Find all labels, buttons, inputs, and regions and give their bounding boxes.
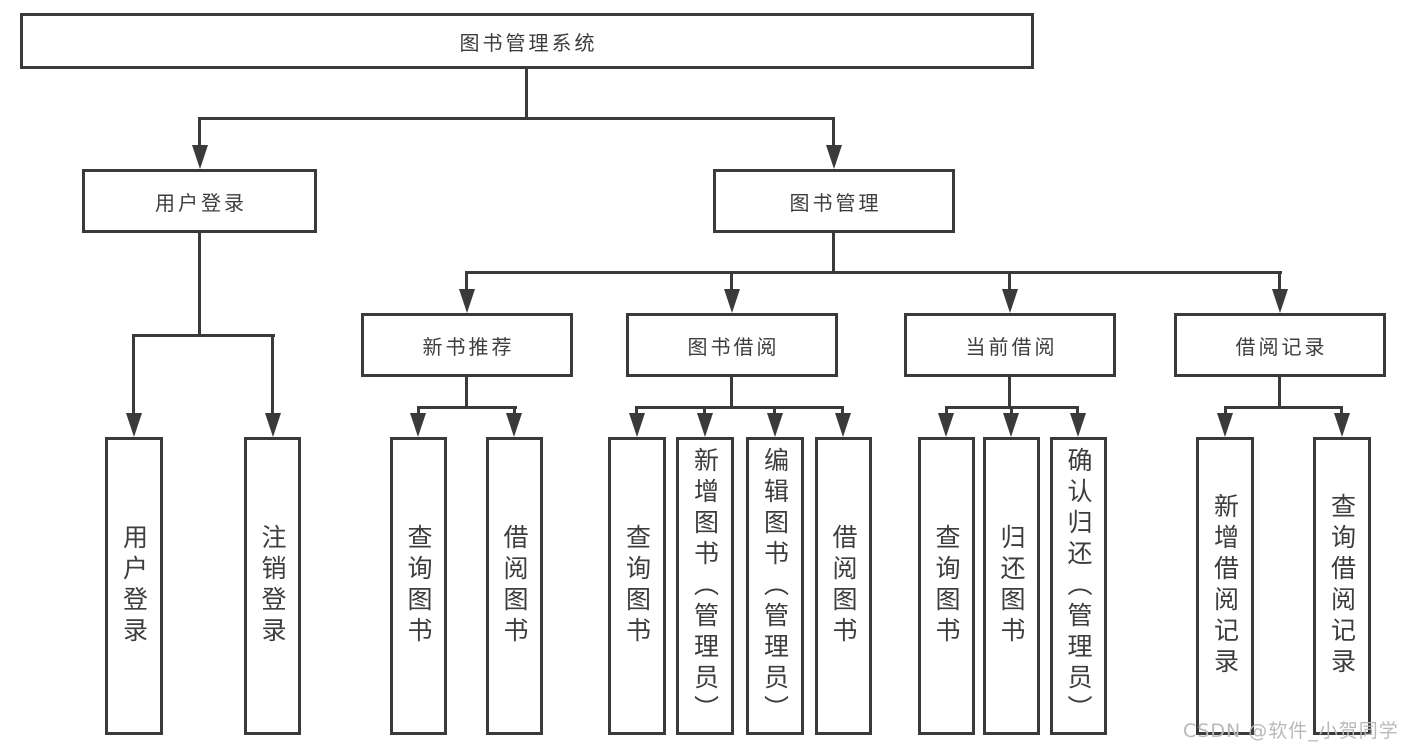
arrow-down-icon	[1217, 413, 1233, 437]
arrow-down-icon	[1334, 413, 1350, 437]
leaf-user-login: 用户登录	[105, 437, 163, 735]
connector-borrow-records-bar	[1224, 406, 1343, 409]
leaf-borrow-books: 借阅图书	[486, 437, 543, 735]
arrow-down-icon	[826, 145, 842, 169]
arrow-down-icon	[1272, 289, 1288, 313]
leaf-add-borrow-record: 新增借阅记录	[1196, 437, 1254, 735]
node-book-borrow: 图书借阅	[626, 313, 838, 377]
connector-book-borrow-bar	[636, 406, 844, 409]
connector-book-borrow-down	[730, 377, 733, 409]
arrow-down-icon	[506, 413, 522, 437]
arrow-down-icon	[629, 413, 645, 437]
connector-user-login-stem	[198, 117, 201, 151]
arrow-down-icon	[410, 413, 426, 437]
connector-user-login-down	[198, 233, 201, 337]
node-book-management: 图书管理	[713, 169, 955, 233]
arrow-down-icon	[192, 145, 208, 169]
leaf-query-books: 查询图书	[918, 437, 975, 735]
connector-new-book-bar	[417, 406, 517, 409]
connector-borrow-records-stem	[1278, 271, 1281, 295]
arrow-down-icon	[1070, 413, 1086, 437]
arrow-down-icon	[1002, 289, 1018, 313]
leaf-query-borrow-record: 查询借阅记录	[1313, 437, 1371, 735]
arrow-down-icon	[1003, 413, 1019, 437]
node-library-system: 图书管理系统	[20, 13, 1034, 69]
arrow-down-icon	[938, 413, 954, 437]
node-new-book-recommend: 新书推荐	[361, 313, 573, 377]
connector-root-stem	[525, 69, 528, 120]
leaf-return-book: 归还图书	[983, 437, 1040, 735]
arrow-down-icon	[835, 413, 851, 437]
node-user-login: 用户登录	[82, 169, 317, 233]
connector-book-borrow-stem	[730, 271, 733, 295]
connector-root-bar	[198, 117, 835, 120]
connector-book-management-stem	[832, 117, 835, 151]
leaf-add-book-admin: 新增图书（管理员）	[676, 437, 734, 735]
connector-user-login-bar	[132, 334, 275, 337]
leaf-query-books: 查询图书	[608, 437, 666, 735]
arrow-down-icon	[697, 413, 713, 437]
arrow-down-icon	[265, 413, 281, 437]
arrow-down-icon	[459, 289, 475, 313]
node-borrow-records: 借阅记录	[1174, 313, 1386, 377]
node-current-borrow: 当前借阅	[904, 313, 1116, 377]
connector-new-book-stem	[465, 271, 468, 295]
leaf-edit-book-admin: 编辑图书（管理员）	[746, 437, 804, 735]
arrow-down-icon	[724, 289, 740, 313]
arrow-down-icon	[767, 413, 783, 437]
csdn-watermark: CSDN @软件_小贺同学	[1183, 720, 1399, 742]
connector-leaf-stem	[271, 334, 274, 417]
leaf-confirm-return-admin: 确认归还（管理员）	[1050, 437, 1107, 735]
leaf-query-books: 查询图书	[390, 437, 447, 735]
connector-current-borrow-down	[1008, 377, 1011, 409]
connector-book-management-bar	[466, 271, 1282, 274]
connector-current-borrow-stem	[1008, 271, 1011, 295]
connector-new-book-down	[465, 377, 468, 409]
arrow-down-icon	[126, 413, 142, 437]
connector-borrow-records-down	[1278, 377, 1281, 409]
leaf-borrow-books: 借阅图书	[815, 437, 872, 735]
connector-book-management-down	[832, 233, 835, 274]
connector-leaf-stem	[132, 334, 135, 417]
leaf-logout: 注销登录	[244, 437, 301, 735]
